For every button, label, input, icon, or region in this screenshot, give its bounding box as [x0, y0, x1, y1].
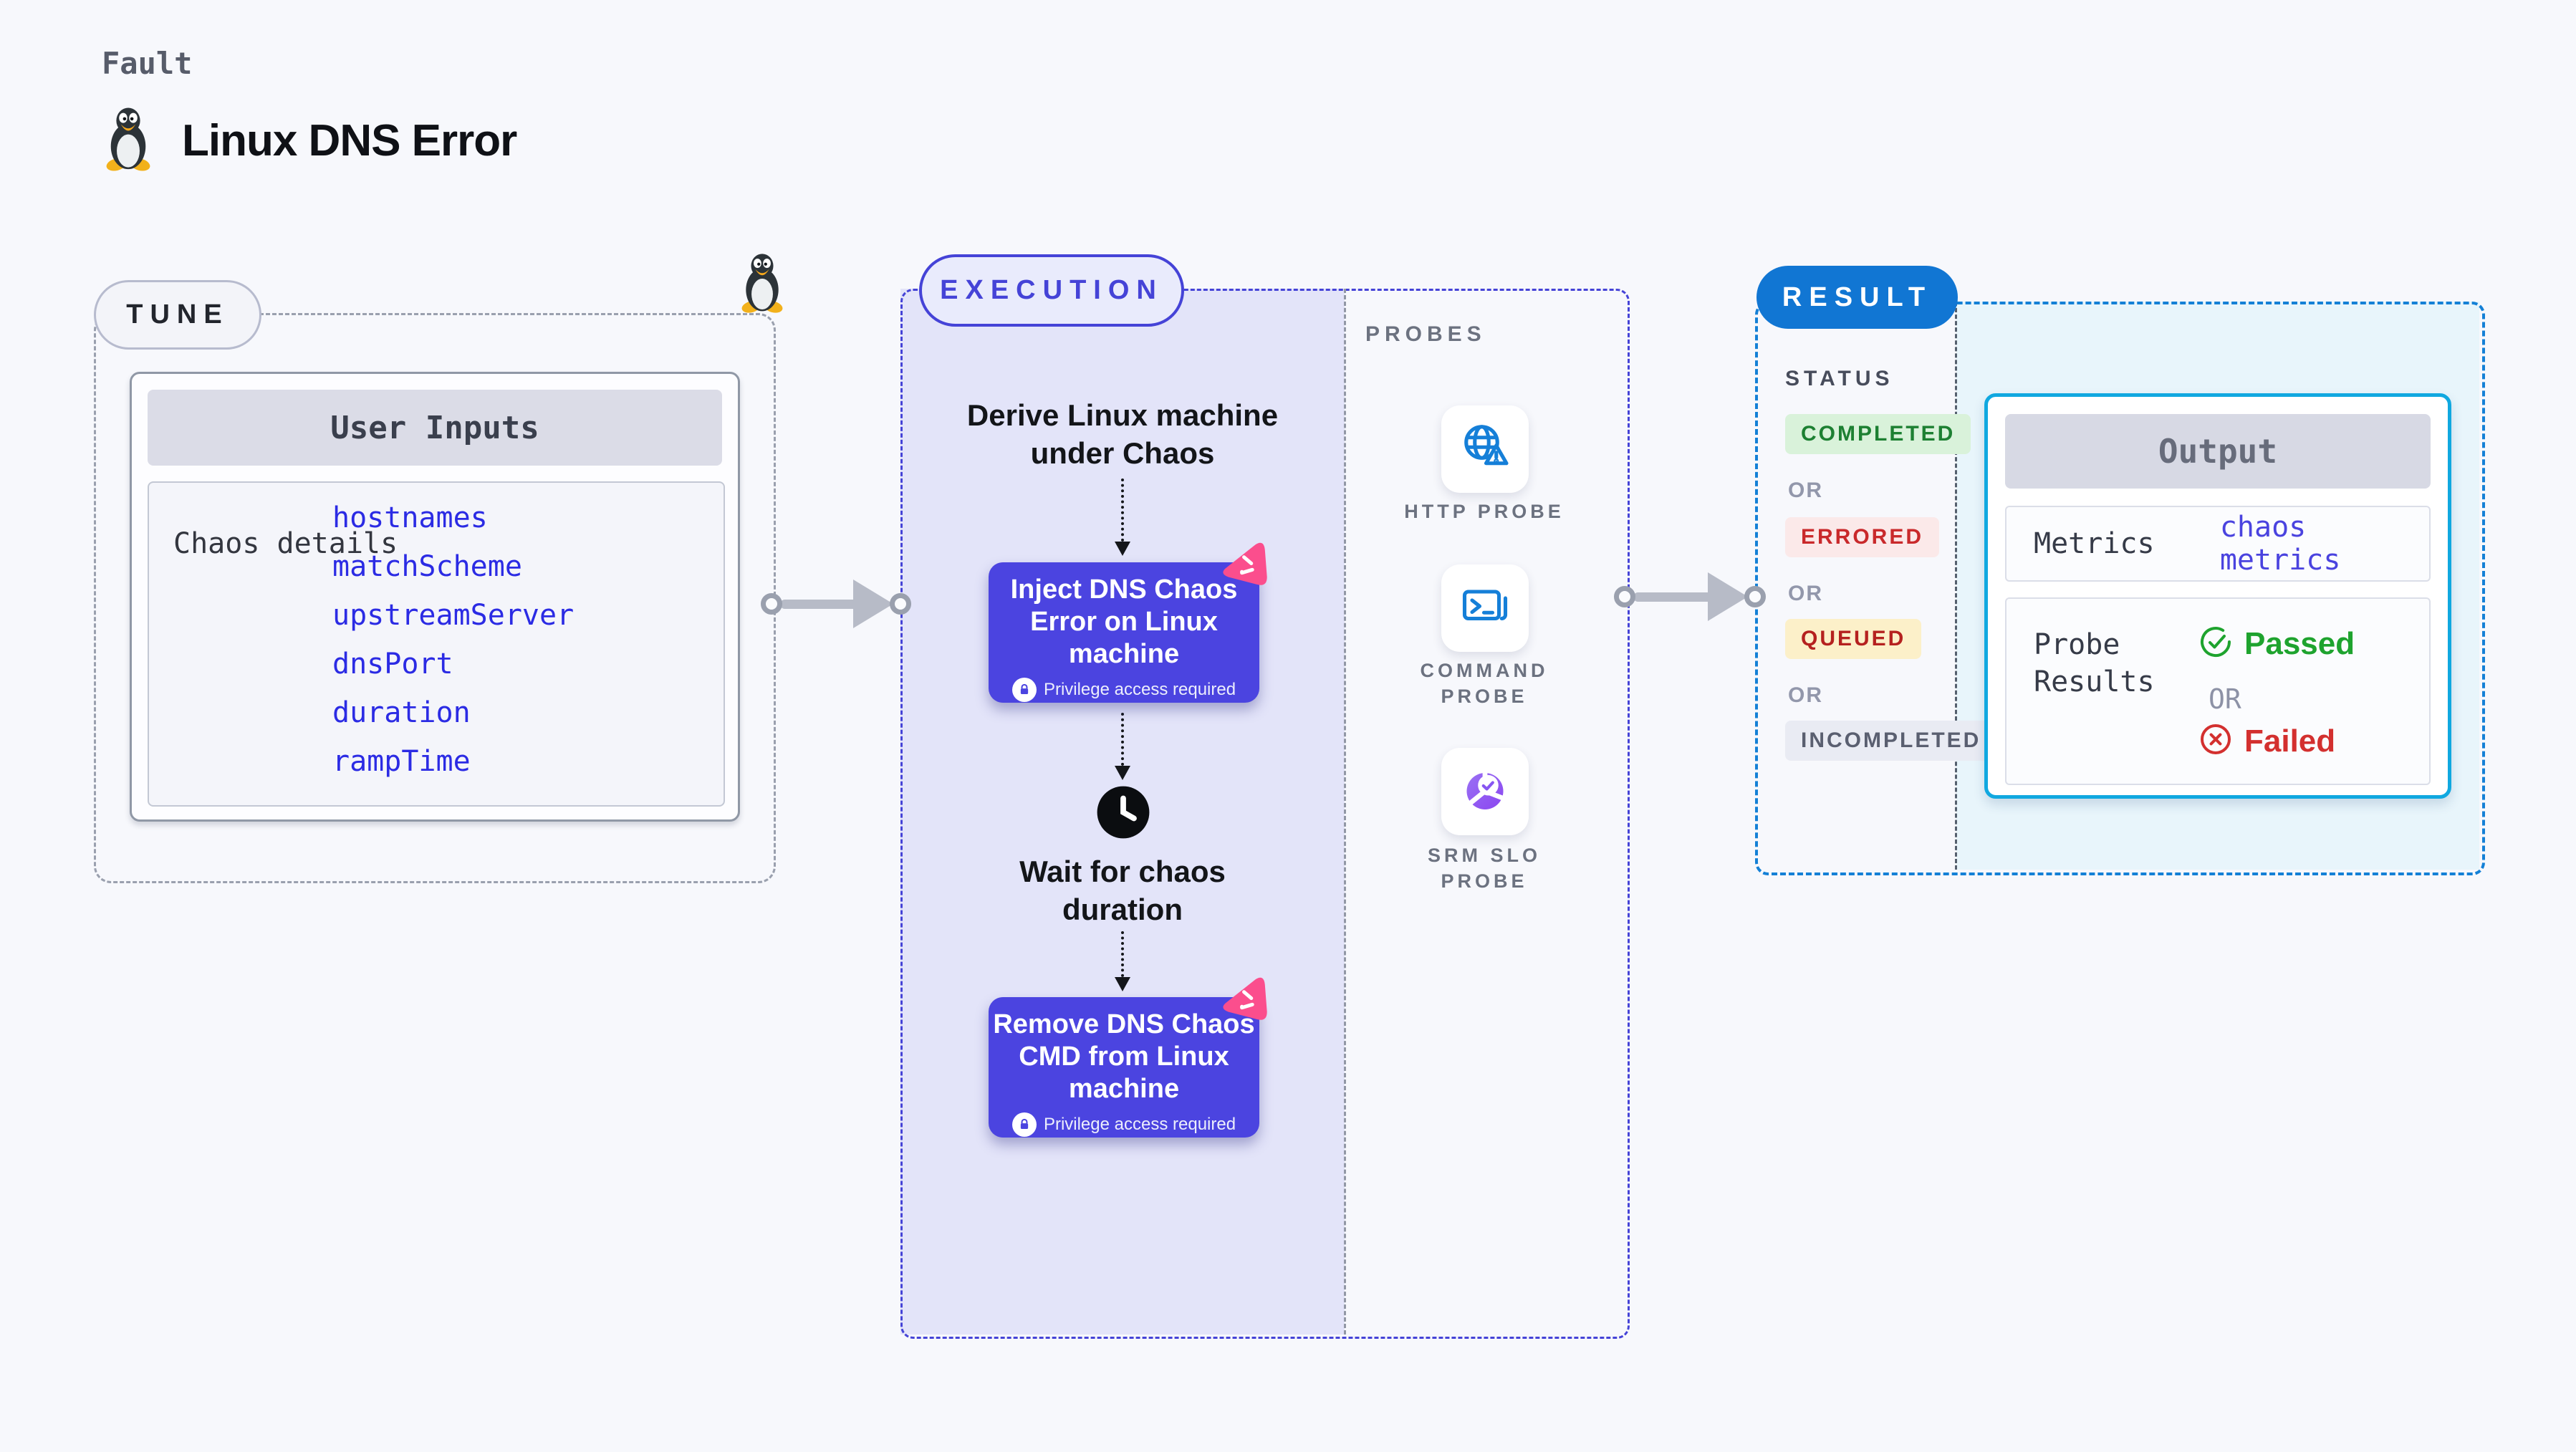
x-circle-icon: [2198, 722, 2233, 760]
status-output-divider: [1955, 302, 1957, 870]
down-arrow-icon: [1111, 931, 1134, 991]
connector-dot: [761, 593, 782, 615]
fault-label: Fault: [102, 46, 193, 81]
user-input-item: dnsPort: [332, 648, 453, 681]
metrics-label: Metrics: [2034, 527, 2155, 560]
metrics-row: Metrics chaos metrics: [2005, 506, 2431, 582]
status-badge-completed: COMPLETED: [1785, 414, 1971, 454]
user-inputs-header: User Inputs: [148, 390, 722, 466]
check-circle-icon: [2198, 625, 2233, 663]
srm-slo-probe-label: SRM SLO PROBE: [1427, 845, 1541, 892]
execution-probes-divider: [1344, 289, 1346, 1335]
result-pill: RESULT: [1756, 266, 1958, 329]
http-probe-card: [1441, 405, 1529, 493]
clock-icon: [1095, 784, 1151, 840]
chaos-litmus-icon: [1218, 537, 1272, 592]
connector-tune-to-execution: [761, 575, 911, 633]
tux-penguin-icon-small: [736, 252, 788, 317]
execution-section-box: [900, 289, 1630, 1339]
execution-pill: EXECUTION: [919, 254, 1184, 327]
output-header: Output: [2005, 414, 2431, 489]
output-card: Output Metrics chaos metrics Probe Resul…: [1984, 393, 2451, 799]
privilege-note: Privilege access required: [1043, 1115, 1236, 1134]
status-badge-incompleted: INCOMPLETED: [1785, 721, 1997, 761]
tune-pill: TUNE: [94, 280, 261, 350]
chaos-details-label: Chaos details: [173, 527, 398, 560]
connector-dot: [890, 593, 911, 615]
passed-label: Passed: [2244, 625, 2355, 661]
probe-results-row: Probe Results Passed OR: [2005, 597, 2431, 785]
user-input-item: matchScheme: [332, 550, 522, 583]
slo-donut-check-icon: [1457, 762, 1513, 822]
or-label: OR: [1788, 683, 1823, 707]
or-label: OR: [1788, 479, 1823, 502]
lock-icon: [1011, 678, 1037, 702]
command-probe-card: [1441, 564, 1529, 652]
failed-label: Failed: [2244, 723, 2336, 759]
or-label: OR: [1788, 582, 1823, 605]
or-label: OR: [2209, 683, 2241, 715]
down-arrow-icon: [1111, 479, 1134, 556]
remove-node-title: Remove DNS Chaos CMD from Linux machine: [993, 1009, 1255, 1104]
page-title: Linux DNS Error: [182, 116, 517, 165]
probe-results-label: Probe Results: [2034, 628, 2155, 698]
wait-step-text: Wait for chaos duration: [1019, 855, 1226, 926]
inject-node-title: Inject DNS Chaos Error on Linux machine: [1010, 574, 1238, 669]
connector-dot: [1614, 586, 1635, 607]
chaos-litmus-icon: [1218, 972, 1272, 1027]
status-badge-queued: QUEUED: [1785, 619, 1922, 659]
user-inputs-card: User Inputs Chaos details hostnames matc…: [130, 372, 740, 822]
user-input-item: rampTime: [332, 745, 471, 778]
terminal-icon: [1457, 579, 1513, 638]
user-input-item: upstreamServer: [332, 599, 575, 632]
privilege-row: Privilege access required: [989, 678, 1259, 702]
connector-execution-to-result: [1614, 568, 1766, 625]
connector-line: [780, 600, 862, 609]
privilege-note: Privilege access required: [1043, 680, 1236, 699]
metrics-value: chaos metrics: [2219, 511, 2341, 577]
srm-slo-probe-card: [1441, 748, 1529, 835]
connector-line: [1633, 592, 1716, 602]
privilege-row: Privilege access required: [989, 1112, 1259, 1137]
remove-chaos-node: Remove DNS Chaos CMD from Linux machine …: [989, 997, 1259, 1138]
page-title-row: Linux DNS Error: [100, 106, 517, 176]
http-probe-label: HTTP PROBE: [1404, 501, 1565, 522]
probes-header: PROBES: [1365, 322, 1486, 346]
arrowhead-icon: [853, 580, 893, 628]
failed-verdict: Failed: [2198, 722, 2335, 760]
user-input-item: hostnames: [332, 501, 488, 534]
tux-penguin-icon: [100, 106, 156, 176]
user-inputs-body: Chaos details hostnames matchScheme upst…: [148, 481, 725, 807]
arrowhead-icon: [1708, 572, 1748, 621]
user-input-item: duration: [332, 696, 471, 729]
lock-icon: [1011, 1112, 1037, 1137]
connector-dot: [1744, 586, 1766, 607]
globe-alert-icon: [1457, 420, 1513, 479]
status-header: STATUS: [1785, 367, 1894, 390]
down-arrow-icon: [1111, 713, 1134, 780]
user-input-list: hostnames matchScheme upstreamServer dns…: [332, 503, 574, 795]
passed-verdict: Passed: [2198, 625, 2355, 663]
derive-step-text: Derive Linux machine under Chaos: [966, 398, 1279, 470]
command-probe-label: COMMAND PROBE: [1420, 660, 1549, 707]
inject-chaos-node: Inject DNS Chaos Error on Linux machine …: [989, 562, 1259, 703]
status-badge-errored: ERRORED: [1785, 517, 1940, 557]
